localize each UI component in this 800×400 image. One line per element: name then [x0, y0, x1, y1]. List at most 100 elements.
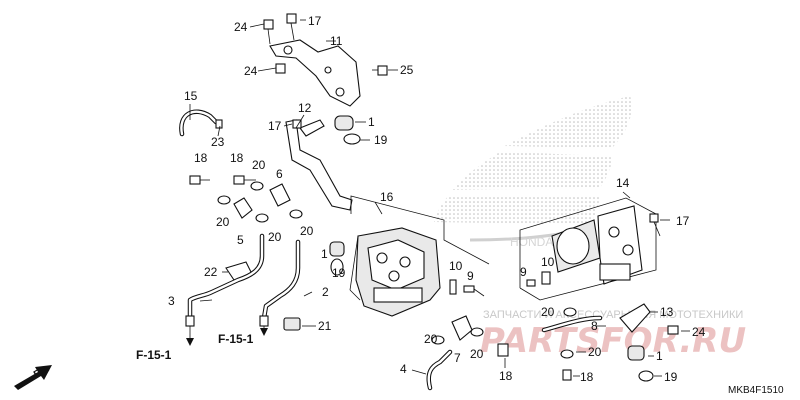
callout-7: 7 — [454, 351, 461, 365]
svg-text:HONDA: HONDA — [510, 235, 553, 249]
callout-10-left: 10 — [449, 259, 463, 273]
collar-19-mid — [330, 258, 344, 276]
callout-15: 15 — [184, 89, 198, 103]
part-16-modulator — [349, 195, 490, 317]
callout-17-right: 17 — [676, 214, 690, 228]
part-9-union-left — [463, 285, 485, 297]
diagram-code: MKB4F1510 — [728, 385, 784, 396]
callout-24-top: 24 — [234, 20, 248, 34]
callout-20-b: 20 — [216, 215, 230, 229]
callout-1-upper: 1 — [368, 115, 375, 129]
callout-20-h: 20 — [470, 347, 484, 361]
part-8-pipe — [541, 315, 603, 333]
grommet-1-upper — [334, 115, 354, 131]
collar-19-lower — [638, 370, 654, 382]
bolt-17-top — [286, 13, 297, 41]
part-9-union-right — [526, 279, 536, 287]
bolt-17-right — [649, 213, 661, 237]
grommet-1-lower — [627, 345, 645, 361]
collar-19-upper — [343, 133, 361, 145]
part-5-fitting — [233, 197, 253, 219]
part-15-hose — [179, 109, 219, 137]
bolt-24-top — [263, 19, 274, 45]
bolt-18-lower-center — [497, 343, 509, 357]
part-14-control-unit — [519, 197, 657, 301]
callout-17-mid: 17 — [268, 119, 282, 133]
callout-20-e: 20 — [541, 305, 555, 319]
callout-24-right: 24 — [692, 325, 706, 339]
part-12-stay — [285, 119, 353, 211]
callout-20-c: 20 — [268, 230, 282, 244]
callout-24-mid: 24 — [244, 64, 258, 78]
callout-23: 23 — [211, 135, 225, 149]
callout-2: 2 — [322, 285, 329, 299]
callout-22: 22 — [204, 265, 218, 279]
part-21-fitting — [283, 317, 301, 331]
part-7-fitting — [451, 315, 473, 341]
callout-18-left-b: 18 — [230, 151, 244, 165]
callout-13: 13 — [660, 305, 674, 319]
grommet-1-mid — [329, 241, 345, 257]
callout-12: 12 — [298, 101, 312, 115]
callout-20-f: 20 — [588, 345, 602, 359]
washer-20-a — [217, 195, 231, 205]
callout-19-mid: 19 — [332, 266, 346, 280]
washer-20-d — [289, 209, 303, 219]
callout-11: 11 — [330, 34, 343, 48]
washer-20-g — [470, 327, 484, 337]
part-10-fitting-left — [449, 279, 457, 295]
part-10-fitting-right — [541, 271, 551, 285]
callout-16: 16 — [380, 190, 394, 204]
bolt-18-lower-right — [562, 369, 572, 381]
watermark-logo: PARTSFOR.RU — [480, 321, 746, 361]
bolt-24-right — [667, 325, 679, 335]
callout-18-lower-center: 18 — [499, 369, 513, 383]
watermark-wing-logo: HONDA — [434, 96, 632, 249]
callout-4: 4 — [400, 362, 407, 376]
part-4-brake-pipe — [426, 349, 453, 391]
watermark-text: ЗАПЧАСТИ И АКСЕССУАРЫ ДЛЯ МОТОТЕХНИКИ — [483, 309, 743, 321]
reference-label-mid: F-15-1 — [218, 332, 254, 346]
ref-arrow-mid — [260, 326, 268, 336]
part-11-bracket — [269, 39, 361, 107]
bolt-25 — [372, 65, 388, 76]
callout-10-right: 10 — [541, 255, 555, 269]
callout-21: 21 — [318, 319, 332, 333]
callout-6: 6 — [276, 167, 283, 181]
callout-20-d: 20 — [300, 224, 314, 238]
bolt-17-mid — [292, 119, 302, 129]
callout-3: 3 — [168, 294, 175, 308]
front-direction-arrow: FR. — [14, 363, 52, 390]
part-2-brake-pipe — [259, 239, 301, 327]
callout-5: 5 — [237, 233, 244, 247]
part-6-fitting — [269, 183, 291, 207]
callout-19-lower: 19 — [664, 370, 678, 384]
callout-9-right: 9 — [520, 265, 527, 279]
clip-23 — [215, 119, 223, 129]
callout-25: 25 — [400, 63, 414, 77]
callout-1-mid: 1 — [321, 247, 328, 261]
leader-lines — [189, 19, 690, 377]
callout-18-lower-right: 18 — [580, 370, 594, 384]
callout-20-a: 20 — [252, 158, 266, 172]
bolt-18-left-b — [233, 175, 256, 185]
bolt-24-mid — [275, 63, 286, 74]
callout-19-upper: 19 — [374, 133, 388, 147]
callout-9-left: 9 — [467, 269, 474, 283]
callout-18-left-a: 18 — [194, 151, 208, 165]
callouts: 24 17 11 24 25 15 12 1 19 17 23 18 18 20… — [168, 14, 706, 384]
callout-17-top: 17 — [308, 14, 322, 28]
callout-20-g: 20 — [424, 332, 438, 346]
callout-14: 14 — [616, 176, 630, 190]
bolt-18-left-a — [189, 175, 210, 185]
washer-20-b — [250, 181, 264, 191]
reference-label-left: F-15-1 — [136, 348, 172, 362]
washer-20-c — [255, 213, 269, 223]
callout-8: 8 — [591, 319, 598, 333]
washer-20-f — [560, 349, 574, 359]
ref-arrow-left — [186, 326, 194, 346]
callout-1-lower: 1 — [656, 349, 663, 363]
washer-20-e — [563, 307, 577, 317]
